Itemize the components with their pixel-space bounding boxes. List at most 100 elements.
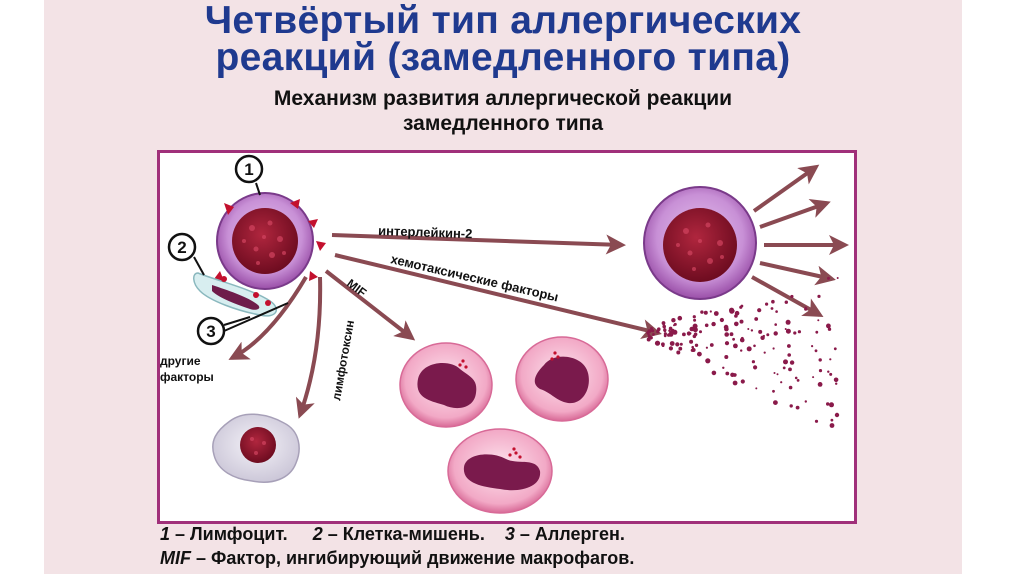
particle [647,333,650,336]
particle [673,322,677,326]
particle [754,317,759,321]
particle [694,343,699,347]
particle [755,387,758,390]
particle [753,365,758,370]
particle [784,328,787,330]
slide-subtitle-line-1: Механизм развития аллергической реакции [273,87,733,110]
particle [677,315,683,321]
particle [689,332,692,335]
particle [692,315,696,319]
particle [676,350,681,355]
particle [711,321,716,327]
marker-1: 1 [234,154,264,196]
legend-line-2: MIF – Фактор, ингибирующий движение макр… [160,548,634,569]
particle [815,330,819,334]
arrow-other-factors [228,275,310,362]
particle [818,369,823,373]
particle [711,370,717,376]
particle [773,331,778,336]
particle [788,385,793,390]
legend-target-cell: – Клетка-мишень. [322,524,505,544]
particle [692,323,698,329]
particle [732,380,738,386]
particle [762,334,766,338]
particle [770,307,774,310]
particle [668,329,671,332]
particle [725,371,730,376]
label-other-factors-line-2: факторы [160,370,214,384]
particle [757,308,762,313]
particle [709,310,712,313]
particle [692,327,698,333]
particle [833,377,839,383]
particle [827,370,830,373]
particle [788,367,792,372]
slide-title: Четвёртый тип аллергических реакций (зам… [44,1,962,77]
label-chemotactic-factors: хемотаксические факторы [389,251,560,304]
diagram-frame: 1 2 3 [157,150,857,524]
particle [671,318,676,323]
particle [704,323,709,328]
particle [724,326,729,332]
particle [804,400,807,403]
particle [747,328,750,330]
particle [699,330,702,334]
particle [793,331,797,335]
particle [758,329,763,334]
particle [790,294,794,299]
legend-num-2: 2 [312,524,323,544]
legend-num-1: 1 [160,524,171,544]
particle [784,300,788,304]
particle [817,319,820,322]
particle [765,302,769,306]
particle [814,419,819,423]
particle [682,332,686,337]
macrophage-2 [515,336,609,422]
legend-line-1: 1 – Лимфоцит. 2 – Клетка-мишень. 3 – Алл… [160,524,625,545]
particle [667,333,671,337]
particle [772,389,775,393]
arrow-lymphotoxin [295,276,324,419]
macrophage-1 [399,342,493,428]
particle [783,359,788,365]
legend-mif-description: – Фактор, ингибирующий движение макрофаг… [191,548,635,568]
arrow-mif [323,268,416,341]
particle [746,346,752,352]
particle [646,337,651,342]
particle [811,345,814,348]
particle [817,382,823,387]
chemotactic-particles [646,276,840,428]
particle [753,344,756,348]
particle [780,381,783,384]
particle [796,379,800,382]
particle [663,330,667,333]
particle [703,310,708,315]
particle [804,307,808,311]
particle [722,366,725,369]
particle [691,348,696,352]
particle [654,340,661,346]
label-interleukin-2: интерлейкин-2 [378,223,473,241]
particle [734,321,739,327]
particle [740,338,745,343]
particle [691,345,694,349]
legend-allergen: – Аллерген. [514,524,625,544]
particle [709,343,714,347]
particle [785,328,791,334]
particle [833,347,837,351]
particle [797,330,802,334]
particle [829,402,834,408]
particle [751,360,756,364]
particle [771,299,775,304]
particle [829,372,833,376]
particle [663,326,666,329]
particle [670,328,675,333]
particle [657,327,661,331]
particle [830,418,834,422]
particle [782,366,786,370]
particle [730,372,735,377]
particle [668,346,673,351]
legend-lymphocyte: – Лимфоцит. [170,524,313,544]
particle [719,317,725,323]
particle [795,405,800,410]
